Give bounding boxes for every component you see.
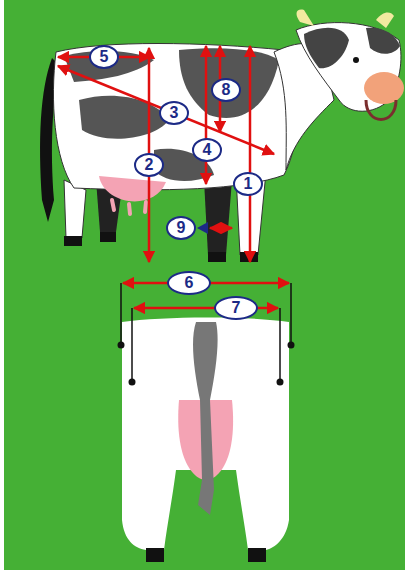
callout-number: 1 (244, 176, 253, 192)
callout-circle: 4 (192, 138, 222, 162)
callout-number: 2 (145, 157, 154, 173)
callout-circle: 8 (211, 78, 241, 102)
green-ground: 5 8 3 4 2 1 9 6 7 (4, 0, 405, 570)
callout-number: 3 (170, 105, 179, 121)
callout-circle: 2 (134, 153, 164, 177)
callout-number: 5 (100, 49, 109, 65)
callout-number: 6 (185, 275, 194, 291)
callout-number: 7 (232, 300, 241, 316)
callout-number: 8 (222, 82, 231, 98)
callout-circle: 3 (159, 101, 189, 125)
callout-number: 9 (177, 220, 186, 236)
callout-circle: 7 (214, 296, 258, 320)
callout-circle: 9 (166, 216, 196, 240)
callout-number: 4 (203, 142, 212, 158)
callout-circle: 1 (233, 172, 263, 196)
callout-circle: 5 (89, 45, 119, 69)
callout-circle: 6 (167, 271, 211, 295)
